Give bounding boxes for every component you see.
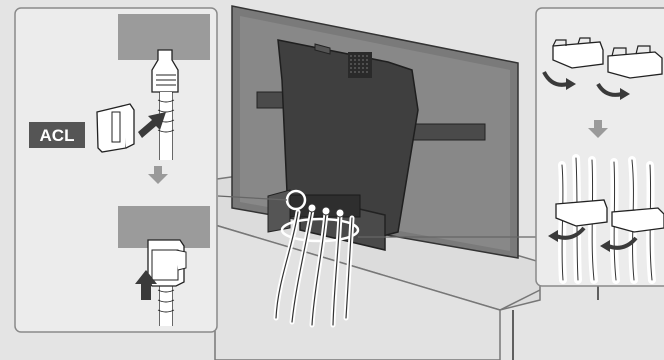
clamp-open: [552, 37, 663, 79]
vent-grille: [348, 52, 372, 78]
down-arrow-icon: [148, 166, 168, 184]
clamp-closed-with-cables: [555, 154, 664, 284]
right-callout-panel: [535, 7, 664, 287]
up-arrow-icon: [135, 270, 157, 300]
curved-arrow-icon: [548, 226, 638, 252]
curved-arrow-icon: [542, 71, 630, 100]
left-callout-panel: ACL: [14, 7, 218, 333]
tv-back-view: [217, 5, 536, 328]
cable-bottom: [147, 239, 187, 326]
acl-label-text: ACL: [40, 126, 75, 145]
down-arrow-icon: [588, 120, 608, 138]
clamp-position-marker: [280, 217, 360, 243]
acl-label: ACL: [29, 122, 85, 148]
diagonal-arrow-icon: [138, 112, 166, 138]
cable-top: [151, 49, 179, 160]
tv-cables: [273, 203, 355, 328]
acl-holder-part: [96, 103, 135, 153]
